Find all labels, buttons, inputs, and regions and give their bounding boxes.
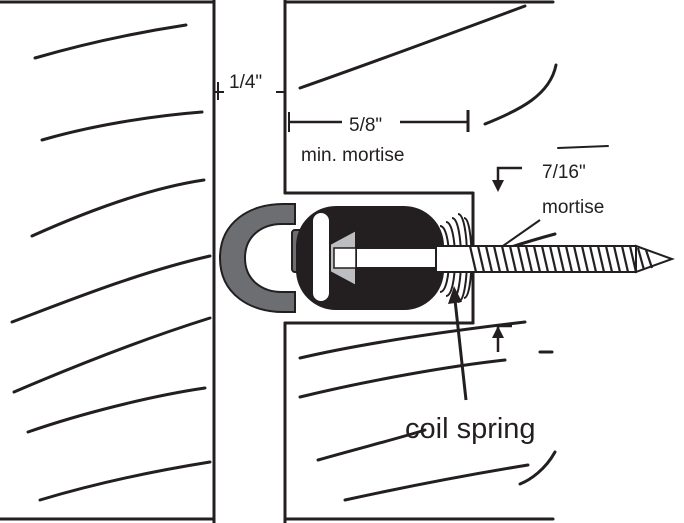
screw [435,244,675,274]
mortise-depth-note: min. mortise [301,145,405,166]
mortise-width-label: 7/16" [542,162,586,183]
gap-width-label: 1/4" [229,72,263,93]
spring-leader [448,286,468,401]
left-jamb [0,0,216,523]
mortise-depth-dimension [288,110,470,132]
mortise-housing [296,206,444,310]
coil-spring-label: coil spring [405,413,536,445]
mortise-depth-label: 5/8" [349,115,383,136]
mortise-width-dimension [492,166,541,352]
mortise-width-note: mortise [542,197,605,218]
gap-dimension [214,82,285,100]
right-door [283,0,609,523]
